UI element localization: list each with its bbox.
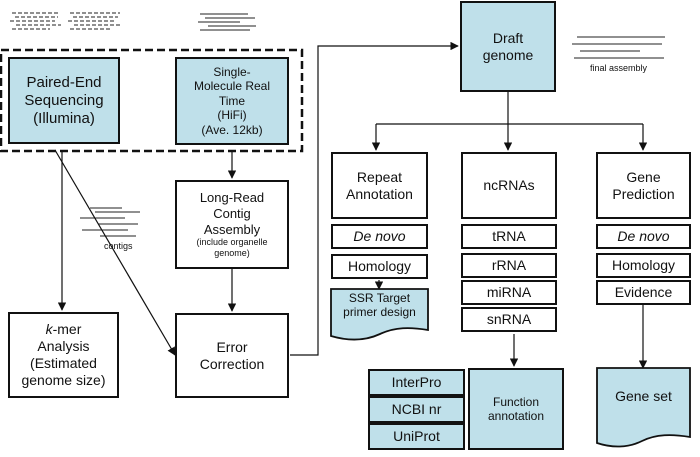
trna-box: tRNA [461,224,557,249]
smrt-line-4: (HiFi) [217,108,247,123]
long-read-title-2: Contig [213,205,251,221]
kmer-line-1: Analysis [37,338,90,355]
long-read-title-3: Assembly [203,221,261,237]
gene-prediction-box: Gene Prediction [596,152,691,219]
ncrnas-box: ncRNAs [461,152,557,219]
paired-end-line-2: Sequencing [24,91,104,109]
gene-homology-box: Homology [596,253,691,278]
ssr-line-2: primer design [343,305,416,320]
long-read-contig-assembly-box: Long-Read Contig Assembly (include organ… [175,180,289,269]
long-read-note-2: genome) [214,247,250,258]
gene-evidence-box: Evidence [596,280,691,305]
contigs-label: contigs [104,241,133,251]
snrna-box: snRNA [461,307,557,332]
repeat-title-2: Annotation [346,185,413,202]
function-line-2: annotation [487,409,545,423]
kmer-suffix: -mer [52,321,82,338]
mirna-box: miRNA [461,280,557,305]
error-correction-line-2: Correction [199,355,265,372]
paired-end-line-3: (Illumina) [33,109,95,127]
draft-genome-line-2: genome [482,46,534,63]
error-correction-box: Error Correction [175,313,289,398]
gene-title-2: Prediction [612,185,675,202]
function-line-1: Function [492,394,540,409]
arrow-draft-split [376,92,643,125]
smrt-line-5: (Ave. 12kb) [201,122,263,137]
repeat-de-novo-box: De novo [331,224,428,249]
long-reads-illustration [198,13,256,31]
ncbi-nr-box: NCBI nr [368,396,465,423]
contigs-illustration [80,207,140,237]
ssr-primer-design-label: SSR Target primer design [331,291,428,320]
input-group-dashed-frame [0,48,304,153]
kmer-analysis-box: k-mer Analysis (Estimated genome size) [8,312,119,398]
gene-title-1: Gene [626,168,661,185]
ssr-primer-design-shape [330,288,429,341]
kmer-line-2: (Estimated [30,355,97,371]
kmer-title: k-mer [46,321,82,338]
smrt-line-1: Single- [213,65,251,80]
ssr-line-1: SSR Target [348,291,411,305]
error-correction-line-1: Error [216,338,248,355]
paired-end-line-1: Paired-End [26,73,102,91]
long-read-title-1: Long-Read [199,190,265,206]
arrow-error-correction-to-draft [290,41,459,356]
uniprot-box: UniProt [368,423,465,450]
smrt-line-2: Molecule Real [193,79,271,94]
interpro-box: InterPro [368,369,465,396]
kmer-line-3: genome size) [21,371,106,388]
repeat-homology-box: Homology [331,254,428,279]
smrt-line-3: Time [218,93,246,108]
gene-set-shape [596,367,691,448]
final-assembly-label: final assembly [590,63,648,73]
final-assembly-illustration [572,36,665,59]
kmer-k: k [45,321,53,338]
repeat-annotation-box: Repeat Annotation [331,152,428,219]
arrow-illumina-to-error-correction [54,149,176,356]
short-reads-illustration-1 [10,12,61,30]
draft-genome-box: Draft genome [460,1,556,92]
repeat-title-1: Repeat [356,168,403,185]
long-read-note-1: (include organelle [196,237,268,248]
function-annotation-box: Function annotation [468,368,564,450]
gene-set-label: Gene set [615,388,672,404]
gene-de-novo-box: De novo [596,224,691,249]
single-molecule-real-time-box: Single- Molecule Real Time (HiFi) (Ave. … [175,57,289,145]
draft-genome-line-1: Draft [492,29,524,46]
short-reads-illustration-2 [68,12,121,30]
paired-end-sequencing-box: Paired-End Sequencing (Illumina) [8,57,120,144]
rrna-box: rRNA [461,253,557,278]
